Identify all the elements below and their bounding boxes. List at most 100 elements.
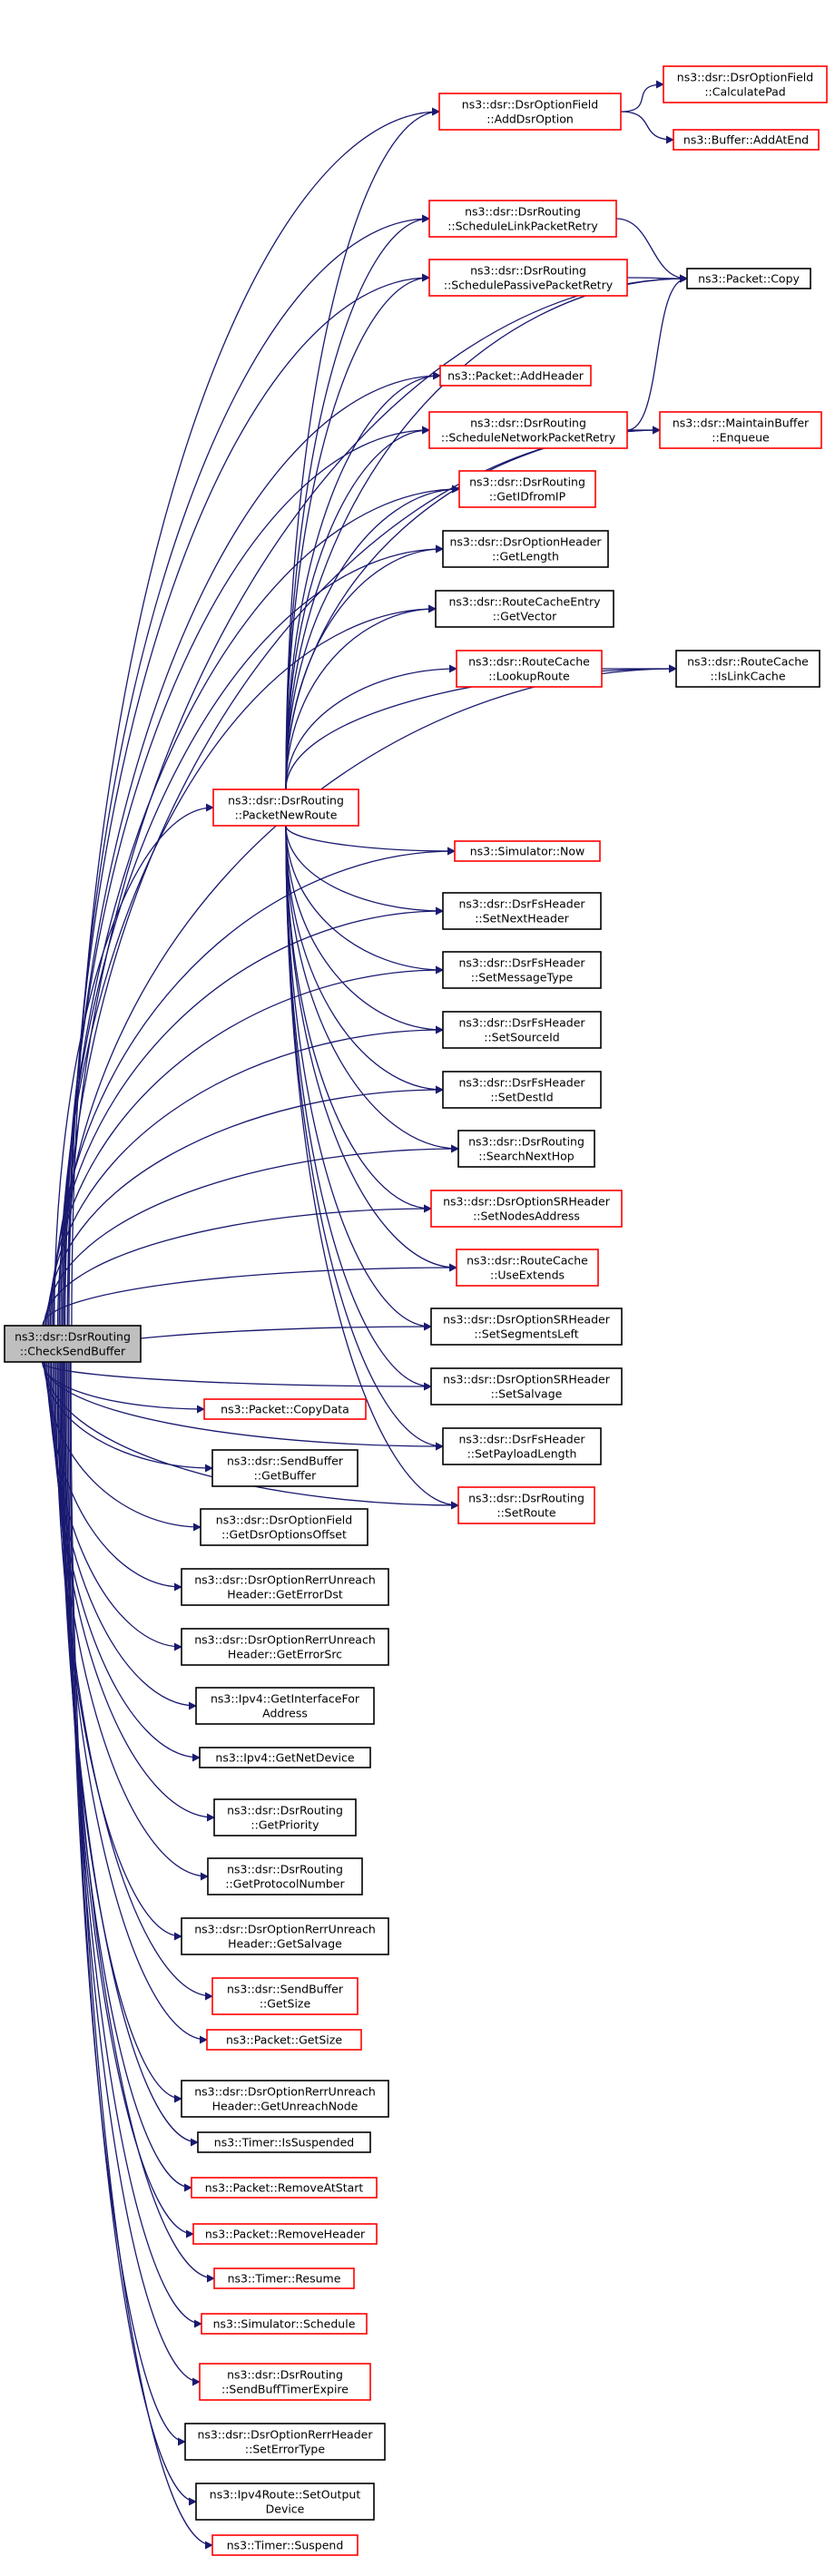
node-label-line: ns3::dsr::DsrRouting: [470, 416, 586, 430]
edge-packet-new-route-to-use-extends: [285, 825, 457, 1272]
node-set-next-header[interactable]: ns3::dsr::DsrFsHeader::SetNextHeader: [442, 892, 602, 930]
node-set-source-id[interactable]: ns3::dsr::DsrFsHeader::SetSourceId: [442, 1011, 602, 1049]
node-set-nodes-address[interactable]: ns3::dsr::DsrOptionSRHeader::SetNodesAdd…: [430, 1190, 623, 1228]
node-use-extends[interactable]: ns3::dsr::RouteCache::UseExtends: [456, 1249, 599, 1287]
node-label-line: ::GetPriority: [250, 1818, 319, 1832]
node-get-priority[interactable]: ns3::dsr::DsrRouting::GetPriority: [213, 1798, 357, 1837]
node-set-dest-id[interactable]: ns3::dsr::DsrFsHeader::SetDestId: [442, 1071, 602, 1109]
node-label-line: ns3::Ipv4::GetInterfaceFor: [211, 1692, 360, 1706]
node-remove-at-start[interactable]: ns3::Packet::RemoveAtStart: [191, 2177, 378, 2199]
edge-schedule-network-to-packet-copy: [626, 274, 688, 431]
node-label-line: ::SetPayloadLength: [467, 1447, 577, 1461]
node-label-line: ns3::dsr::DsrRouting: [15, 1330, 131, 1344]
node-box: [456, 650, 603, 688]
node-calculate-pad[interactable]: ns3::dsr::DsrOptionField::CalculatePad: [663, 65, 828, 103]
edge-root-to-send-buffer-get-size: [56, 1361, 213, 2001]
node-sim-schedule[interactable]: ns3::Simulator::Schedule: [201, 2313, 368, 2335]
node-schedule-passive[interactable]: ns3::dsr::DsrRouting::SchedulePassivePac…: [428, 259, 628, 297]
node-box: [456, 1249, 599, 1287]
node-get-error-dst[interactable]: ns3::dsr::DsrOptionRerrUnreachHeader::Ge…: [181, 1568, 389, 1606]
edge-root-to-set-next-header: [51, 906, 444, 1327]
node-get-net-device[interactable]: ns3::Ipv4::GetNetDevice: [199, 1747, 371, 1768]
node-get-error-src[interactable]: ns3::dsr::DsrOptionRerrUnreachHeader::Ge…: [181, 1628, 389, 1666]
node-label-line: ns3::Packet::Copy: [698, 272, 800, 286]
node-set-error-type[interactable]: ns3::dsr::DsrOptionRerrHeader::SetErrorT…: [184, 2423, 386, 2461]
node-label-line: ::SetSalvage: [491, 1387, 563, 1401]
node-label-line: ns3::Packet::RemoveHeader: [205, 2228, 366, 2241]
node-label-line: Header::GetSalvage: [228, 1937, 342, 1951]
node-is-suspended[interactable]: ns3::Timer::IsSuspended: [197, 2131, 371, 2153]
edge-add-dsr-option-to-calculate-pad: [620, 80, 664, 113]
node-label-line: ::SetDestId: [490, 1091, 553, 1104]
node-get-dsr-options-offset[interactable]: ns3::dsr::DsrOptionField::GetDsrOptionsO…: [200, 1508, 368, 1546]
node-is-link-cache[interactable]: ns3::dsr::RouteCache::IsLinkCache: [675, 650, 820, 688]
edge-packet-new-route-to-add-dsr-option: [285, 107, 440, 790]
node-add-header[interactable]: ns3::Packet::AddHeader: [439, 365, 592, 387]
node-get-protocol-number[interactable]: ns3::dsr::DsrRouting::GetProtocolNumber: [207, 1857, 363, 1895]
node-set-route[interactable]: ns3::dsr::DsrRouting::SetRoute: [457, 1486, 595, 1524]
node-packet-get-size[interactable]: ns3::Packet::GetSize: [206, 2029, 362, 2051]
node-set-segments-left[interactable]: ns3::dsr::DsrOptionSRHeader::SetSegments…: [430, 1308, 623, 1346]
node-box: [428, 411, 628, 449]
node-box: [457, 1130, 595, 1168]
node-set-payload-length[interactable]: ns3::dsr::DsrFsHeader::SetPayloadLength: [442, 1427, 602, 1465]
node-box: [213, 2267, 355, 2289]
node-add-at-end[interactable]: ns3::Buffer::AddAtEnd: [673, 129, 820, 151]
node-add-dsr-option[interactable]: ns3::dsr::DsrOptionField::AddDsrOption: [438, 93, 622, 131]
node-box: [675, 650, 820, 688]
node-label-line: ns3::dsr::DsrOptionField: [462, 98, 598, 112]
edge-packet-new-route-to-get-vector: [285, 604, 437, 790]
node-packet-copy[interactable]: ns3::Packet::Copy: [686, 268, 811, 289]
node-copy-data[interactable]: ns3::Packet::CopyData: [203, 1398, 367, 1420]
node-send-buff-timer-expire[interactable]: ns3::dsr::DsrRouting::SendBuffTimerExpir…: [199, 2363, 371, 2401]
edge-root-to-set-message-type: [49, 965, 444, 1327]
node-search-next-hop[interactable]: ns3::dsr::DsrRouting::SearchNextHop: [457, 1130, 595, 1168]
node-get-idfrom-ip[interactable]: ns3::dsr::DsrRouting::GetIDfromIP: [458, 470, 596, 508]
node-sim-now[interactable]: ns3::Simulator::Now: [454, 840, 601, 862]
node-timer-suspend[interactable]: ns3::Timer::Suspend: [211, 2534, 359, 2556]
node-enqueue[interactable]: ns3::dsr::MaintainBuffer::Enqueue: [659, 411, 822, 449]
node-label-line: Device: [266, 2503, 305, 2516]
edge-packet-new-route-to-search-next-hop: [285, 825, 459, 1153]
node-packet-new-route[interactable]: ns3::dsr::DsrRouting::PacketNewRoute: [212, 788, 359, 827]
node-label-line: ns3::dsr::DsrFsHeader: [458, 956, 585, 970]
node-set-message-type[interactable]: ns3::dsr::DsrFsHeader::SetMessageType: [442, 951, 602, 989]
node-label-line: ns3::dsr::DsrOptionSRHeader: [443, 1373, 611, 1386]
edge-root-to-set-dest-id: [46, 1085, 444, 1327]
node-label-line: ns3::Ipv4Route::SetOutput: [210, 2488, 361, 2502]
edge-root-to-get-net-device: [50, 1361, 201, 1762]
node-box: [438, 93, 622, 131]
node-box: [663, 65, 828, 103]
node-box: [442, 951, 602, 989]
node-label-line: ns3::dsr::DsrOptionRerrUnreach: [194, 1573, 376, 1587]
node-get-buffer[interactable]: ns3::dsr::SendBuffer::GetBuffer: [211, 1449, 359, 1487]
node-box: [458, 470, 596, 508]
node-schedule-network[interactable]: ns3::dsr::DsrRouting::ScheduleNetworkPac…: [428, 411, 628, 449]
node-timer-resume[interactable]: ns3::Timer::Resume: [213, 2267, 355, 2289]
node-send-buffer-get-size[interactable]: ns3::dsr::SendBuffer::GetSize: [211, 1977, 359, 2015]
node-label-line: ns3::Simulator::Schedule: [213, 2317, 356, 2331]
node-get-unreach-node[interactable]: ns3::dsr::DsrOptionRerrUnreachHeader::Ge…: [181, 2080, 389, 2118]
node-label-line: ::CalculatePad: [704, 85, 785, 99]
node-label-line: ::SetNodesAddress: [473, 1210, 580, 1223]
node-label-line: ::ScheduleNetworkPacketRetry: [441, 431, 616, 445]
node-get-salvage-rerr[interactable]: ns3::dsr::DsrOptionRerrUnreachHeader::Ge…: [181, 1917, 389, 1955]
node-label-line: ns3::dsr::DsrRouting: [227, 1863, 343, 1876]
node-lookup-route[interactable]: ns3::dsr::RouteCache::LookupRoute: [456, 650, 603, 688]
node-label-line: ::SchedulePassivePacketRetry: [444, 279, 614, 292]
edge-root-to-remove-header: [62, 1361, 194, 2238]
edge-packet-new-route-to-set-segments-left: [285, 825, 432, 1331]
node-label-line: ns3::dsr::DsrFsHeader: [458, 1076, 585, 1090]
node-remove-header[interactable]: ns3::Packet::RemoveHeader: [192, 2223, 378, 2245]
node-get-vector[interactable]: ns3::dsr::RouteCacheEntry::GetVector: [435, 590, 614, 628]
node-schedule-link[interactable]: ns3::dsr::DsrRouting::ScheduleLinkPacket…: [428, 200, 617, 238]
node-label-line: ns3::dsr::DsrRouting: [469, 475, 585, 489]
node-set-salvage[interactable]: ns3::dsr::DsrOptionSRHeader::SetSalvage: [430, 1367, 623, 1406]
node-label-line: ::IsLinkCache: [710, 670, 785, 683]
node-get-length[interactable]: ns3::dsr::DsrOptionHeader::GetLength: [442, 530, 609, 568]
edge-packet-new-route-to-add-header: [285, 371, 441, 790]
node-box: [430, 1367, 623, 1406]
edge-packet-new-route-to-schedule-passive: [285, 273, 430, 790]
